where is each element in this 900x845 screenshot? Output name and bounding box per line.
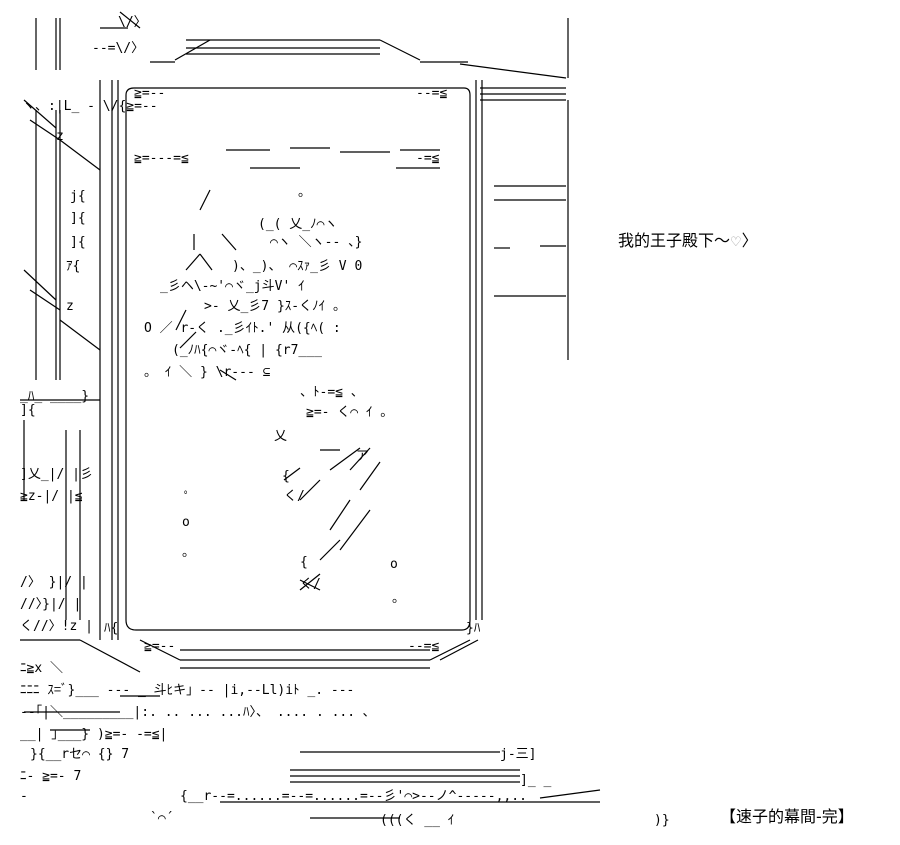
glyph-body: 、ﾄ-=≦ 、 [300,385,364,400]
glyph-band: ≧=-- [134,86,165,101]
glyph-left: ≧z-|/ |≦ [20,489,83,504]
glyph-dot: 。 [298,185,311,200]
glyph-bottom: (((く __ ｲ [380,813,454,828]
glyph-body: { [282,469,290,484]
glyph-left: ｱ{ [66,259,80,274]
glyph-band: ≧=---=≦ [134,151,189,166]
glyph-left: j{ [70,189,86,204]
glyph-frame: ﾊ{ [104,621,118,636]
heart-icon: ♡ [730,235,742,250]
glyph-band: --=≦ [416,86,447,101]
glyph-body: ア [356,449,369,464]
glyph-left: j-三] [500,747,536,762]
glyph-left: __| ｣___} )≧=- -=≦| [20,727,167,742]
glyph-left: ]_ _ [520,773,551,788]
glyph-hair: _彡ヘ\-~'⌒ヾ_j斗V' ｲ [160,279,305,294]
glyph-face: ⌒ヽ ＼ヽ-- 、} [270,235,362,250]
glyph-left: ﾆﾆﾆ ｽ=ﾞ}___ --- _ 斗ﾋキ」-- |i,--Ll)iﾄ _. -… [20,683,354,698]
dialogue-line: 我的王子殿下〜♡〉 [618,231,758,253]
glyph-frame: --=≦ [408,639,439,654]
glyph-bottom: {__r--=......=--=......=--彡'⌒>--ノ^-----,… [180,789,527,804]
ending-caption: 【速子的幕間-完】 [720,807,854,826]
glyph-left: z [66,299,74,314]
glyph-hair: O ／ r-く ._彡ｲﾄ.' 从({ﾍ( : [144,321,341,336]
glyph-frame: ≧=-- [144,639,175,654]
glyph-left: }{__rセ⌒ {} 7 [30,747,129,762]
glyph-body: く/ [284,489,305,504]
glyph-left: ヽ、:|L_ - \/{≧=-- [22,99,158,114]
glyph-left: ]乂_|/ |彡 [20,467,93,482]
glyph-hair: (_ﾉﾊ{⌒ヾ-ﾍ{ | {r7___ [172,343,322,358]
glyph-dot: ﾟ [184,491,191,506]
glyph-left: --｢|＼_________|:. .. ... ...ﾊ〉、 .... . .… [20,705,369,720]
glyph-hair: )、_)、 ⌒ｽｧ_彡 V 0 [232,259,362,274]
glyph-body: 乂 [274,429,287,444]
glyph-chevron: --=\/〉 [92,41,144,56]
glyph-hair: >- 乂_彡7 }ｽ-くﾉｲ 。 [204,299,346,314]
glyph-left: - [20,789,28,804]
glyph-left: ]{ [20,403,36,418]
glyph-left: z [56,129,64,144]
glyph-left: ]{ [70,211,86,226]
glyph-left: //〉}|/ | [20,597,81,612]
glyph-left: _ﾊ_ ____} [20,389,89,404]
glyph-dot: o [182,515,190,530]
art-lines [20,11,601,819]
glyph-body: く/ [300,577,321,592]
glyph-dot: o [390,557,398,572]
dialogue-tail: 〉 [741,231,758,250]
glyph-band: -=≦ [416,151,440,166]
glyph-bottom: )} [654,813,670,828]
art-glyphs: \/〉 --=\/〉 ≧=-- --=≦ ≧=---=≦ -=≦ 。 (_( 乂… [20,15,670,828]
glyph-chevron: \/〉 [118,15,147,30]
glyph-frame: }ﾊ [466,621,481,636]
glyph-left: /〉 }|/ | [20,575,88,590]
glyph-body: ≧=- く⌒ ｲ 。 [306,405,393,420]
glyph-dot: 。 [392,591,405,606]
dialogue-text: 我的王子殿下〜 [618,231,731,250]
glyph-bottom: `⌒´ [150,811,173,826]
glyph-body: 。 ｲ ＼ } \r--- ⊆ [144,365,271,380]
glyph-left: ﾆ≧x ＼ [20,661,63,676]
glyph-left: ]{ [70,235,86,250]
glyph-left: ﾆ- ≧=- 7 [20,769,81,784]
glyph-body: { [300,555,308,570]
glyph-left: く//〉!z | [20,619,93,634]
glyph-face: (_( 乂_ﾉ⌒ヽ [258,217,337,232]
glyph-dot: 。 [182,545,195,560]
